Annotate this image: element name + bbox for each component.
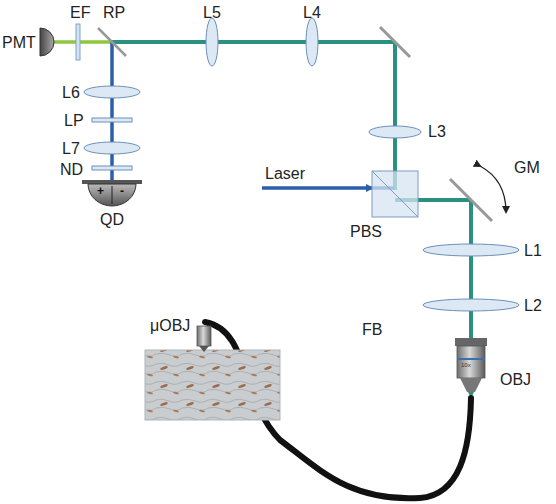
magnification-label: 10x [461,362,471,368]
detector-label: PMT [2,35,36,51]
polarity-sign: - [120,185,124,197]
filter-label: EF [70,5,90,21]
splitter-label: PBS [350,224,382,240]
laser-label: Laser [265,166,305,182]
objective-label: μOBJ [150,318,190,334]
objective-label: OBJ [500,372,531,388]
lens-label: L5 [203,5,221,21]
fiber-label: FB [362,322,382,338]
detector-label: QD [100,212,124,228]
lens-label: L7 [62,141,80,157]
lens-label: L1 [524,243,542,259]
polarity-sign: + [97,185,104,197]
mirror-label: GM [514,160,540,176]
filter-label: ND [60,162,83,178]
lens-label: L4 [303,5,321,21]
lens-label: L2 [524,298,542,314]
lens-label: L6 [62,85,80,101]
lens-label: L3 [428,124,446,140]
polarizer-label: LP [64,113,84,129]
mirror-label: RP [103,5,125,21]
